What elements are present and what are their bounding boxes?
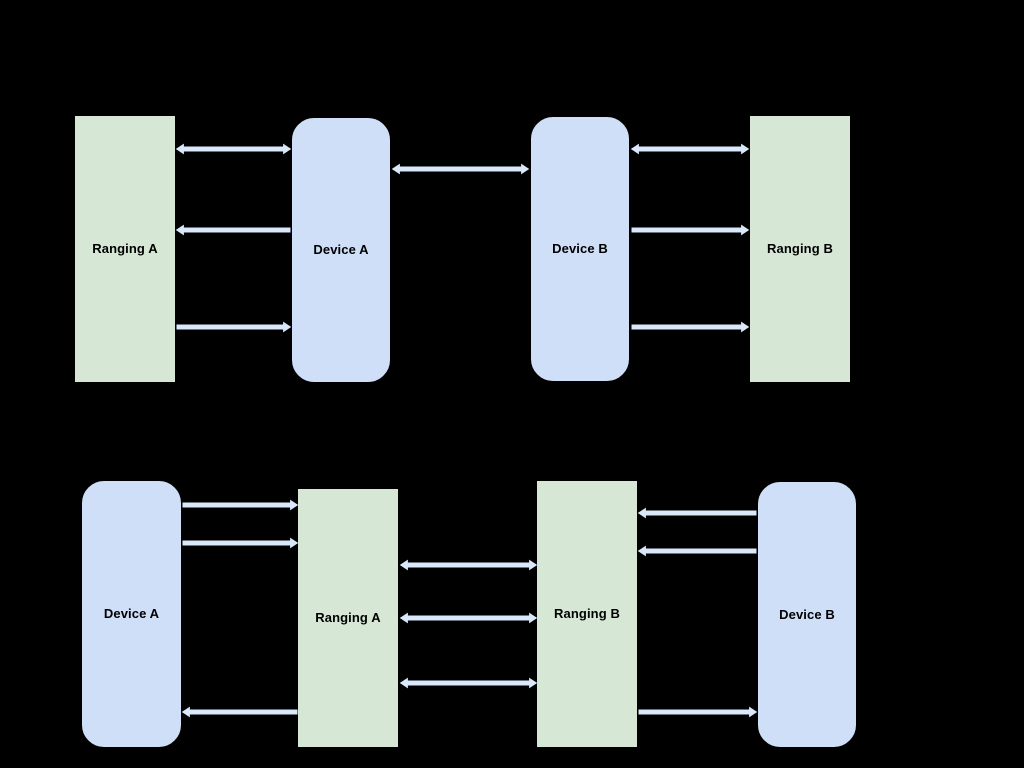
edge-b-e1-right bbox=[182, 499, 299, 511]
edge-b-e9-right bbox=[638, 706, 758, 718]
node-bot-ranging-b[interactable]: Ranging B bbox=[537, 481, 637, 747]
node-label: Ranging A bbox=[315, 610, 381, 626]
edge-b-e5-both bbox=[399, 612, 538, 624]
node-bot-ranging-a[interactable]: Ranging A bbox=[298, 489, 398, 747]
edge-b-e2-right bbox=[182, 537, 299, 549]
node-bot-device-a[interactable]: Device A bbox=[82, 481, 181, 747]
node-label: Ranging B bbox=[554, 606, 620, 622]
edge-b-e8-left bbox=[637, 545, 757, 557]
node-label: Device B bbox=[779, 606, 835, 622]
node-bot-device-b[interactable]: Device B bbox=[758, 482, 856, 747]
edge-b-e3-left bbox=[181, 706, 298, 718]
edge-b-e4-both bbox=[399, 559, 538, 571]
edge-b-e7-left bbox=[637, 507, 757, 519]
edge-b-e6-both bbox=[399, 677, 538, 689]
node-label: Device A bbox=[103, 606, 160, 622]
